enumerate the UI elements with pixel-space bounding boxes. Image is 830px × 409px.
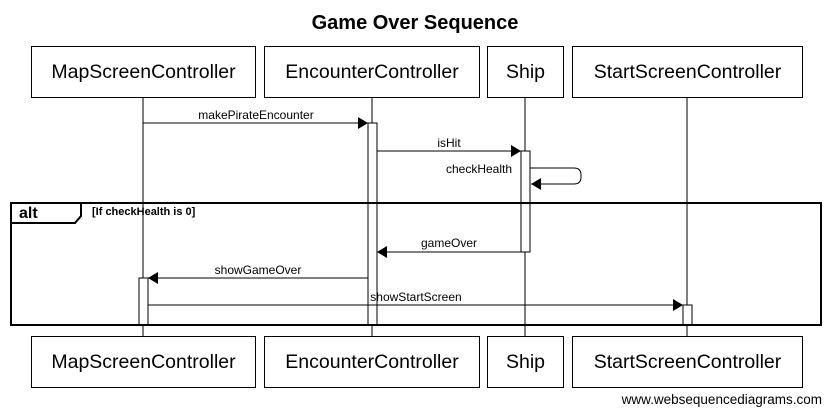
participant-map-screen-controller-bottom: MapScreenController [31, 336, 256, 388]
message-label-check-health: checkHealth [445, 162, 513, 176]
diagram-title: Game Over Sequence [311, 12, 519, 34]
participant-map-screen-controller-top: MapScreenController [31, 46, 256, 98]
activation-start [682, 304, 693, 326]
participant-label: MapScreenController [51, 350, 236, 373]
alt-fragment-keyword: alt [19, 205, 38, 222]
participant-label: EncounterController [285, 350, 459, 373]
participant-start-screen-controller-bottom: StartScreenController [572, 336, 803, 388]
message-label-is-hit: isHit [437, 136, 461, 150]
participant-encounter-controller-top: EncounterController [264, 46, 480, 98]
participant-label: Ship [505, 350, 546, 373]
alt-fragment-frame [10, 202, 822, 326]
participant-ship-bottom: Ship [487, 336, 564, 388]
participant-label: MapScreenController [51, 60, 236, 83]
activation-map [138, 277, 149, 326]
activation-ship [520, 150, 531, 253]
participant-label: Ship [505, 60, 546, 83]
message-label-show-game-over: showGameOver [214, 263, 302, 277]
alt-fragment-condition: [If checkHealth is 0] [92, 206, 196, 218]
message-arrow-check-health [530, 167, 582, 190]
alt-fragment-tab [11, 202, 82, 224]
watermark-link[interactable]: www.websequencediagrams.com [621, 392, 822, 407]
participant-label: StartScreenController [593, 60, 782, 83]
message-label-game-over: gameOver [420, 236, 478, 250]
participant-label: StartScreenController [593, 350, 782, 373]
participant-start-screen-controller-top: StartScreenController [572, 46, 803, 98]
participant-encounter-controller-bottom: EncounterController [264, 336, 480, 388]
message-label-show-start-screen: showStartScreen [370, 290, 462, 304]
participant-ship-top: Ship [487, 46, 564, 98]
participant-label: EncounterController [285, 60, 459, 83]
message-label-make-pirate-encounter: makePirateEncounter [198, 108, 314, 122]
